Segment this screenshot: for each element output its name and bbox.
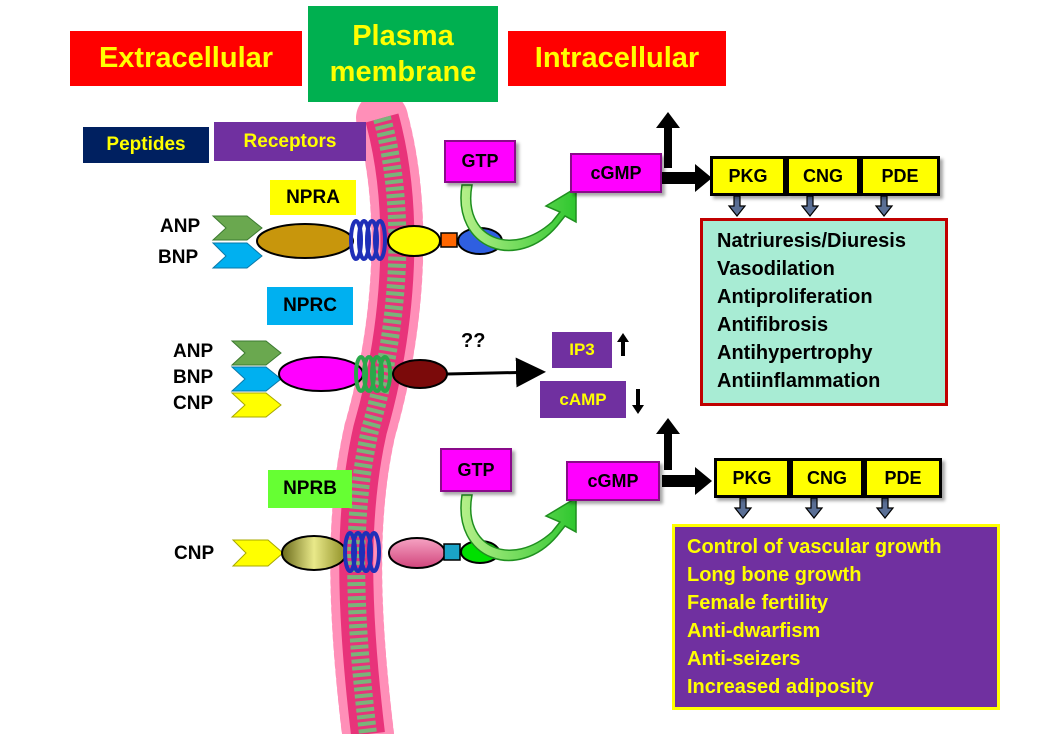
- npra-hinge: [440, 232, 458, 248]
- effect-item: Anti-dwarfism: [687, 620, 821, 642]
- nprb-kinase-domain: [388, 537, 446, 569]
- npra-ligand-anp: ANP: [160, 216, 201, 237]
- receptors-label: Receptors: [243, 130, 337, 152]
- extracellular-header: Extracellular: [70, 31, 302, 86]
- pkg-label-top: PKG: [728, 165, 768, 186]
- anp-chevron-npra: [211, 215, 263, 241]
- effect-item: Anti-seizers: [687, 648, 801, 670]
- cng-label-top: CNG: [803, 165, 843, 186]
- nprb-transmembrane: [343, 531, 381, 573]
- npra-receptor: [211, 215, 503, 269]
- gtp-to-cgmp-arrow-top: [460, 184, 577, 252]
- intracellular-header: Intracellular: [508, 31, 726, 86]
- nprb-hinge: [443, 543, 461, 561]
- camp-label: cAMP: [559, 389, 607, 409]
- cgmp-box-bottom: cGMP: [566, 461, 660, 501]
- pkg-box-top: PKG: [710, 156, 786, 196]
- npra-kinase-domain: [387, 225, 441, 257]
- npra-extracellular-domain: [256, 223, 354, 259]
- cgmp-label-top: cGMP: [590, 162, 642, 183]
- cgmp-to-pkg-arrow-top: [662, 164, 712, 192]
- nprb-receptor: [231, 531, 500, 573]
- cgmp-box-top: cGMP: [570, 153, 662, 193]
- npra-label: NPRA: [286, 186, 340, 208]
- effect-item: Antifibrosis: [717, 314, 829, 336]
- bnp-chevron-nprc: [230, 366, 282, 392]
- pde-box-top: PDE: [860, 156, 940, 196]
- pkg-box-bottom: PKG: [714, 458, 790, 498]
- receptors-tag: Receptors: [214, 122, 366, 161]
- anp-chevron-nprc: [230, 340, 282, 366]
- nprb-effects-box: Control of vascular growth Long bone gro…: [672, 524, 1000, 710]
- nprc-ligand-anp: ANP: [173, 341, 214, 362]
- npra-ligand-bnp: BNP: [158, 247, 199, 268]
- gtp-label-bottom: GTP: [457, 459, 495, 480]
- plasma-membrane: [330, 92, 424, 734]
- effect-item: Long bone growth: [687, 564, 862, 586]
- nprc-receptor: [230, 340, 546, 418]
- pkg-label-bottom: PKG: [732, 467, 772, 488]
- camp-box: cAMP: [540, 381, 626, 418]
- nprc-ligand-cnp: CNP: [173, 393, 214, 414]
- nprc-signal-arrow: [446, 357, 546, 388]
- ip3-up-arrow: [617, 333, 629, 356]
- nprc-transmembrane: [354, 355, 392, 393]
- npra-tag: NPRA: [270, 180, 356, 215]
- npra-effects-box: Natriuresis/Diuresis Vasodilation Antipr…: [700, 218, 948, 406]
- cng-label-bottom: CNG: [807, 467, 847, 488]
- gtp-to-cgmp-arrow-bottom: [460, 494, 577, 562]
- cng-box-bottom: CNG: [790, 458, 864, 498]
- nprc-label: NPRC: [283, 295, 337, 317]
- effect-item: Antihypertrophy: [717, 342, 873, 364]
- cgmp-to-pkg-arrow-bottom: [662, 467, 712, 495]
- bnp-chevron-npra: [211, 242, 263, 269]
- nprc-ligand-bnp: BNP: [173, 367, 214, 388]
- npra-transmembrane: [349, 219, 387, 261]
- pde-box-bottom: PDE: [864, 458, 942, 498]
- camp-down-arrow: [632, 389, 644, 414]
- ip3-box: IP3: [552, 332, 612, 368]
- effector-down-arrows-top: [727, 195, 894, 217]
- gtp-box-top: GTP: [444, 140, 516, 183]
- unknown-pathway-label: ??: [461, 330, 486, 352]
- plasma-membrane-label: Plasma membrane: [329, 19, 477, 88]
- peptides-label: Peptides: [106, 134, 186, 156]
- plasma-membrane-header: Plasma membrane: [308, 6, 498, 102]
- pde-label-bottom: PDE: [884, 467, 922, 488]
- peptides-tag: Peptides: [83, 127, 209, 163]
- gtp-box-bottom: GTP: [440, 448, 512, 492]
- ip3-label: IP3: [569, 340, 595, 360]
- nprb-tag: NPRB: [268, 470, 352, 508]
- effect-item: Vasodilation: [717, 258, 835, 280]
- effector-down-arrows-bottom: [733, 497, 895, 519]
- effect-item: Antiproliferation: [717, 286, 873, 308]
- gtp-label-top: GTP: [461, 151, 499, 172]
- effect-item: Antiinflammation: [717, 370, 881, 392]
- pde-label-top: PDE: [881, 165, 919, 186]
- nprc-tag: NPRC: [267, 287, 353, 325]
- nprb-label: NPRB: [283, 478, 337, 500]
- nprb-extracellular-domain: [281, 535, 347, 571]
- effect-item: Increased adiposity: [687, 676, 874, 698]
- cnp-chevron-nprc: [230, 392, 282, 418]
- cgmp-up-arrow-top: [656, 112, 680, 168]
- cgmp-label-bottom: cGMP: [587, 470, 639, 491]
- cnp-chevron-nprb: [231, 539, 284, 567]
- intracellular-label: Intracellular: [534, 41, 700, 74]
- effect-item: Control of vascular growth: [687, 536, 942, 558]
- nprc-extracellular-domain: [278, 356, 364, 392]
- effect-item: Female fertility: [687, 592, 829, 614]
- extracellular-label: Extracellular: [98, 41, 274, 74]
- cng-box-top: CNG: [786, 156, 860, 196]
- effect-item: Natriuresis/Diuresis: [717, 230, 906, 252]
- nprb-ligand-cnp: CNP: [174, 543, 215, 564]
- cgmp-up-arrow-bottom: [656, 418, 680, 470]
- nprc-intracellular-domain: [392, 359, 448, 389]
